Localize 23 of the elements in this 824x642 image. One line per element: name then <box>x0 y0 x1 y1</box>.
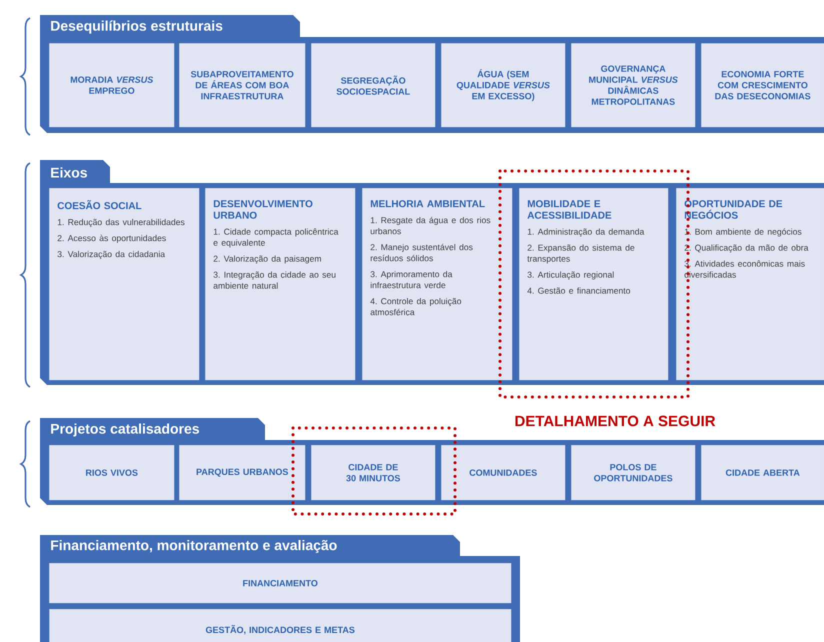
panel-heading: Projetos catalisadores <box>51 423 200 436</box>
panel-heading: Desequilíbrios estruturais <box>51 20 222 34</box>
category-cell: GOVERNANÇA MUNICIPAL VERSUS DINÂMICAS METROPOLITANAS <box>571 43 696 128</box>
category-cell: PARQUES URBANOS <box>179 445 306 500</box>
category-cell: GESTÃO, INDICADORES E METAS <box>49 609 512 642</box>
category-cell: ECONOMIA FORTE COM CRESCIMENTO DAS DESECONOMIAS <box>701 43 824 128</box>
axis-card: COESÃO SOCIAL 1. Redução das vulnerabilidades 2. Acesso às oportunidades 3. Valorização da cidadania <box>49 188 200 380</box>
axis-card: DESENVOLVIMENTO URBANO 1. Cidade compacta policêntrica e equivalente 2. Valorização da paisagem 3. Integração da cidade ao seu ambiente natural <box>205 188 356 380</box>
category-cell: COMUNIDADES <box>441 445 566 500</box>
panel-heading: Eixos <box>51 167 87 178</box>
category-cell: ÁGUA (SEM QUALIDADE VERSUS EM EXCESSO) <box>441 43 566 128</box>
category-cell: CIDADE ABERTA <box>701 445 824 500</box>
category-cell: SUBAPROVEITAMENTO DE ÁREAS COM BOA INFRAESTRUTURA <box>179 43 306 128</box>
category-cell: POLOS DE OPORTUNIDADES <box>571 445 696 500</box>
highlight-caption: DETALHAMENTO A SEGUIR <box>515 416 716 426</box>
axis-card: MOBILIDADE E ACESSIBILIDADE 1. Administração da demanda 2. Expansão do sistema de transportes 3. Articulação regional 4. Gestão e financiamento <box>519 188 668 380</box>
category-cell: SEGREGAÇÃO SOCIOESPACIAL <box>311 43 436 128</box>
category-cell: FINANCIAMENTO <box>49 563 512 604</box>
category-cell: CIDADE DE 30 MINUTOS <box>311 445 436 500</box>
axis-card: MELHORIA AMBIENTAL 1. Resgate da água e dos rios urbanos 2. Manejo sustentável dos resíduos sólidos 3. Aprimoramento da infraestrutura verde 4. Controle da poluição atmosférica <box>362 188 512 380</box>
category-cell: MORADIA VERSUS EMPREGO <box>49 43 174 128</box>
panel-heading: Financiamento, monitoramento e avaliação <box>51 540 337 553</box>
category-cell: RIOS VIVOS <box>49 445 174 500</box>
